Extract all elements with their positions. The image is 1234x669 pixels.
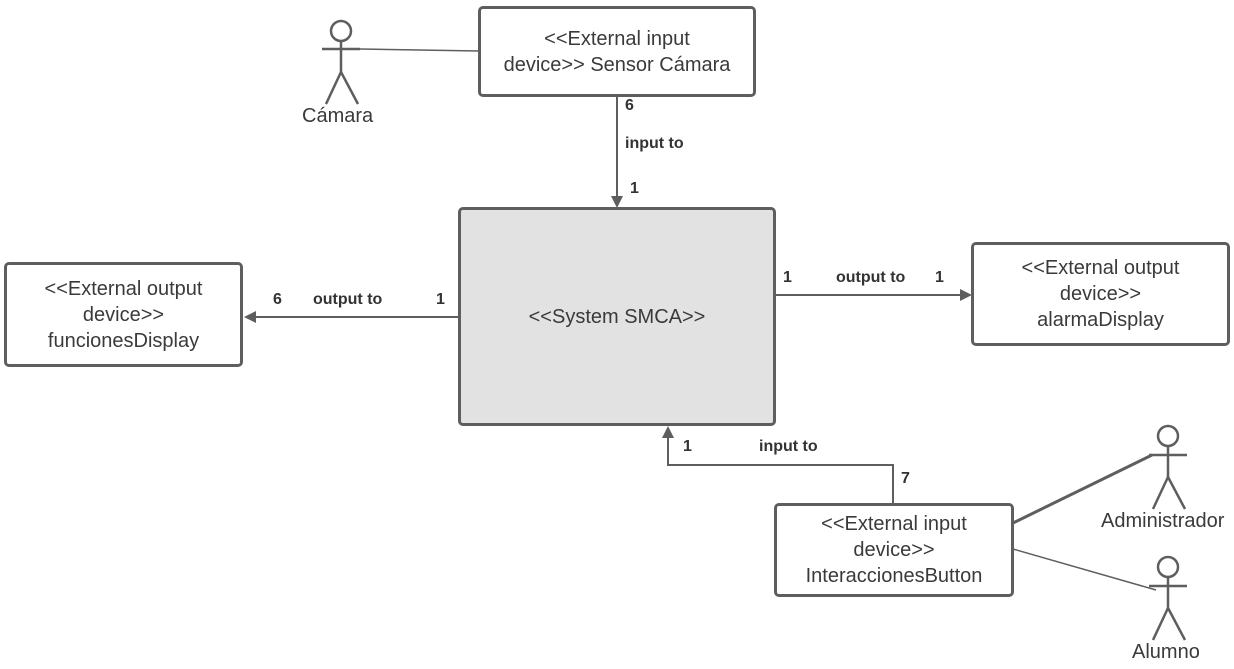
edge-funciones-target-multiplicity: 6 — [273, 291, 282, 308]
sensor-camara-box[interactable]: <<External input device>> Sensor Cámara — [478, 6, 756, 97]
edge-sensor-target-multiplicity: 1 — [630, 180, 639, 197]
funciones-display-box[interactable]: <<External output device>> funcionesDisp… — [4, 262, 243, 367]
actor-alumno-figure — [1149, 555, 1187, 641]
actor-administrador-figure — [1149, 424, 1187, 510]
association-alumno-button — [1012, 548, 1157, 591]
edge-alarma-target-multiplicity: 1 — [935, 269, 944, 286]
edge-funciones-label: output to — [313, 291, 383, 308]
association-administrador-button — [1012, 453, 1153, 525]
edge-button-label: input to — [759, 438, 818, 455]
sensor-camara-label: <<External input device>> Sensor Cámara — [503, 27, 731, 76]
edge-button-source-multiplicity: 7 — [901, 470, 910, 487]
edge-button-target-multiplicity: 1 — [683, 438, 692, 455]
edge-button-to-system — [662, 426, 894, 503]
alarma-display-box[interactable]: <<External output device>> alarmaDisplay — [971, 242, 1230, 346]
association-camara-sensor — [359, 48, 480, 52]
edge-funciones-source-multiplicity: 1 — [436, 291, 445, 308]
actor-camara-name: Cámara — [302, 105, 374, 127]
actor-alumno-name: Alumno — [1132, 641, 1200, 663]
edge-alarma-source-multiplicity: 1 — [783, 269, 792, 286]
interacciones-button-box[interactable]: <<External input device>> InteraccionesB… — [774, 503, 1014, 597]
actor-camara-figure — [322, 19, 360, 105]
actor-administrador-name: Administrador — [1101, 510, 1225, 532]
funciones-display-label: <<External output device>> funcionesDisp… — [44, 277, 203, 352]
interacciones-button-label: <<External input device>> InteraccionesB… — [805, 513, 983, 587]
alarma-display-label: <<External output device>> alarmaDisplay — [1021, 257, 1180, 331]
edge-sensor-source-multiplicity: 6 — [625, 97, 634, 114]
edge-alarma-label: output to — [836, 269, 906, 286]
system-smca-label: <<System SMCA>> — [528, 305, 706, 328]
system-smca-box[interactable]: <<System SMCA>> — [458, 207, 776, 426]
edge-sensor-label: input to — [625, 135, 684, 152]
